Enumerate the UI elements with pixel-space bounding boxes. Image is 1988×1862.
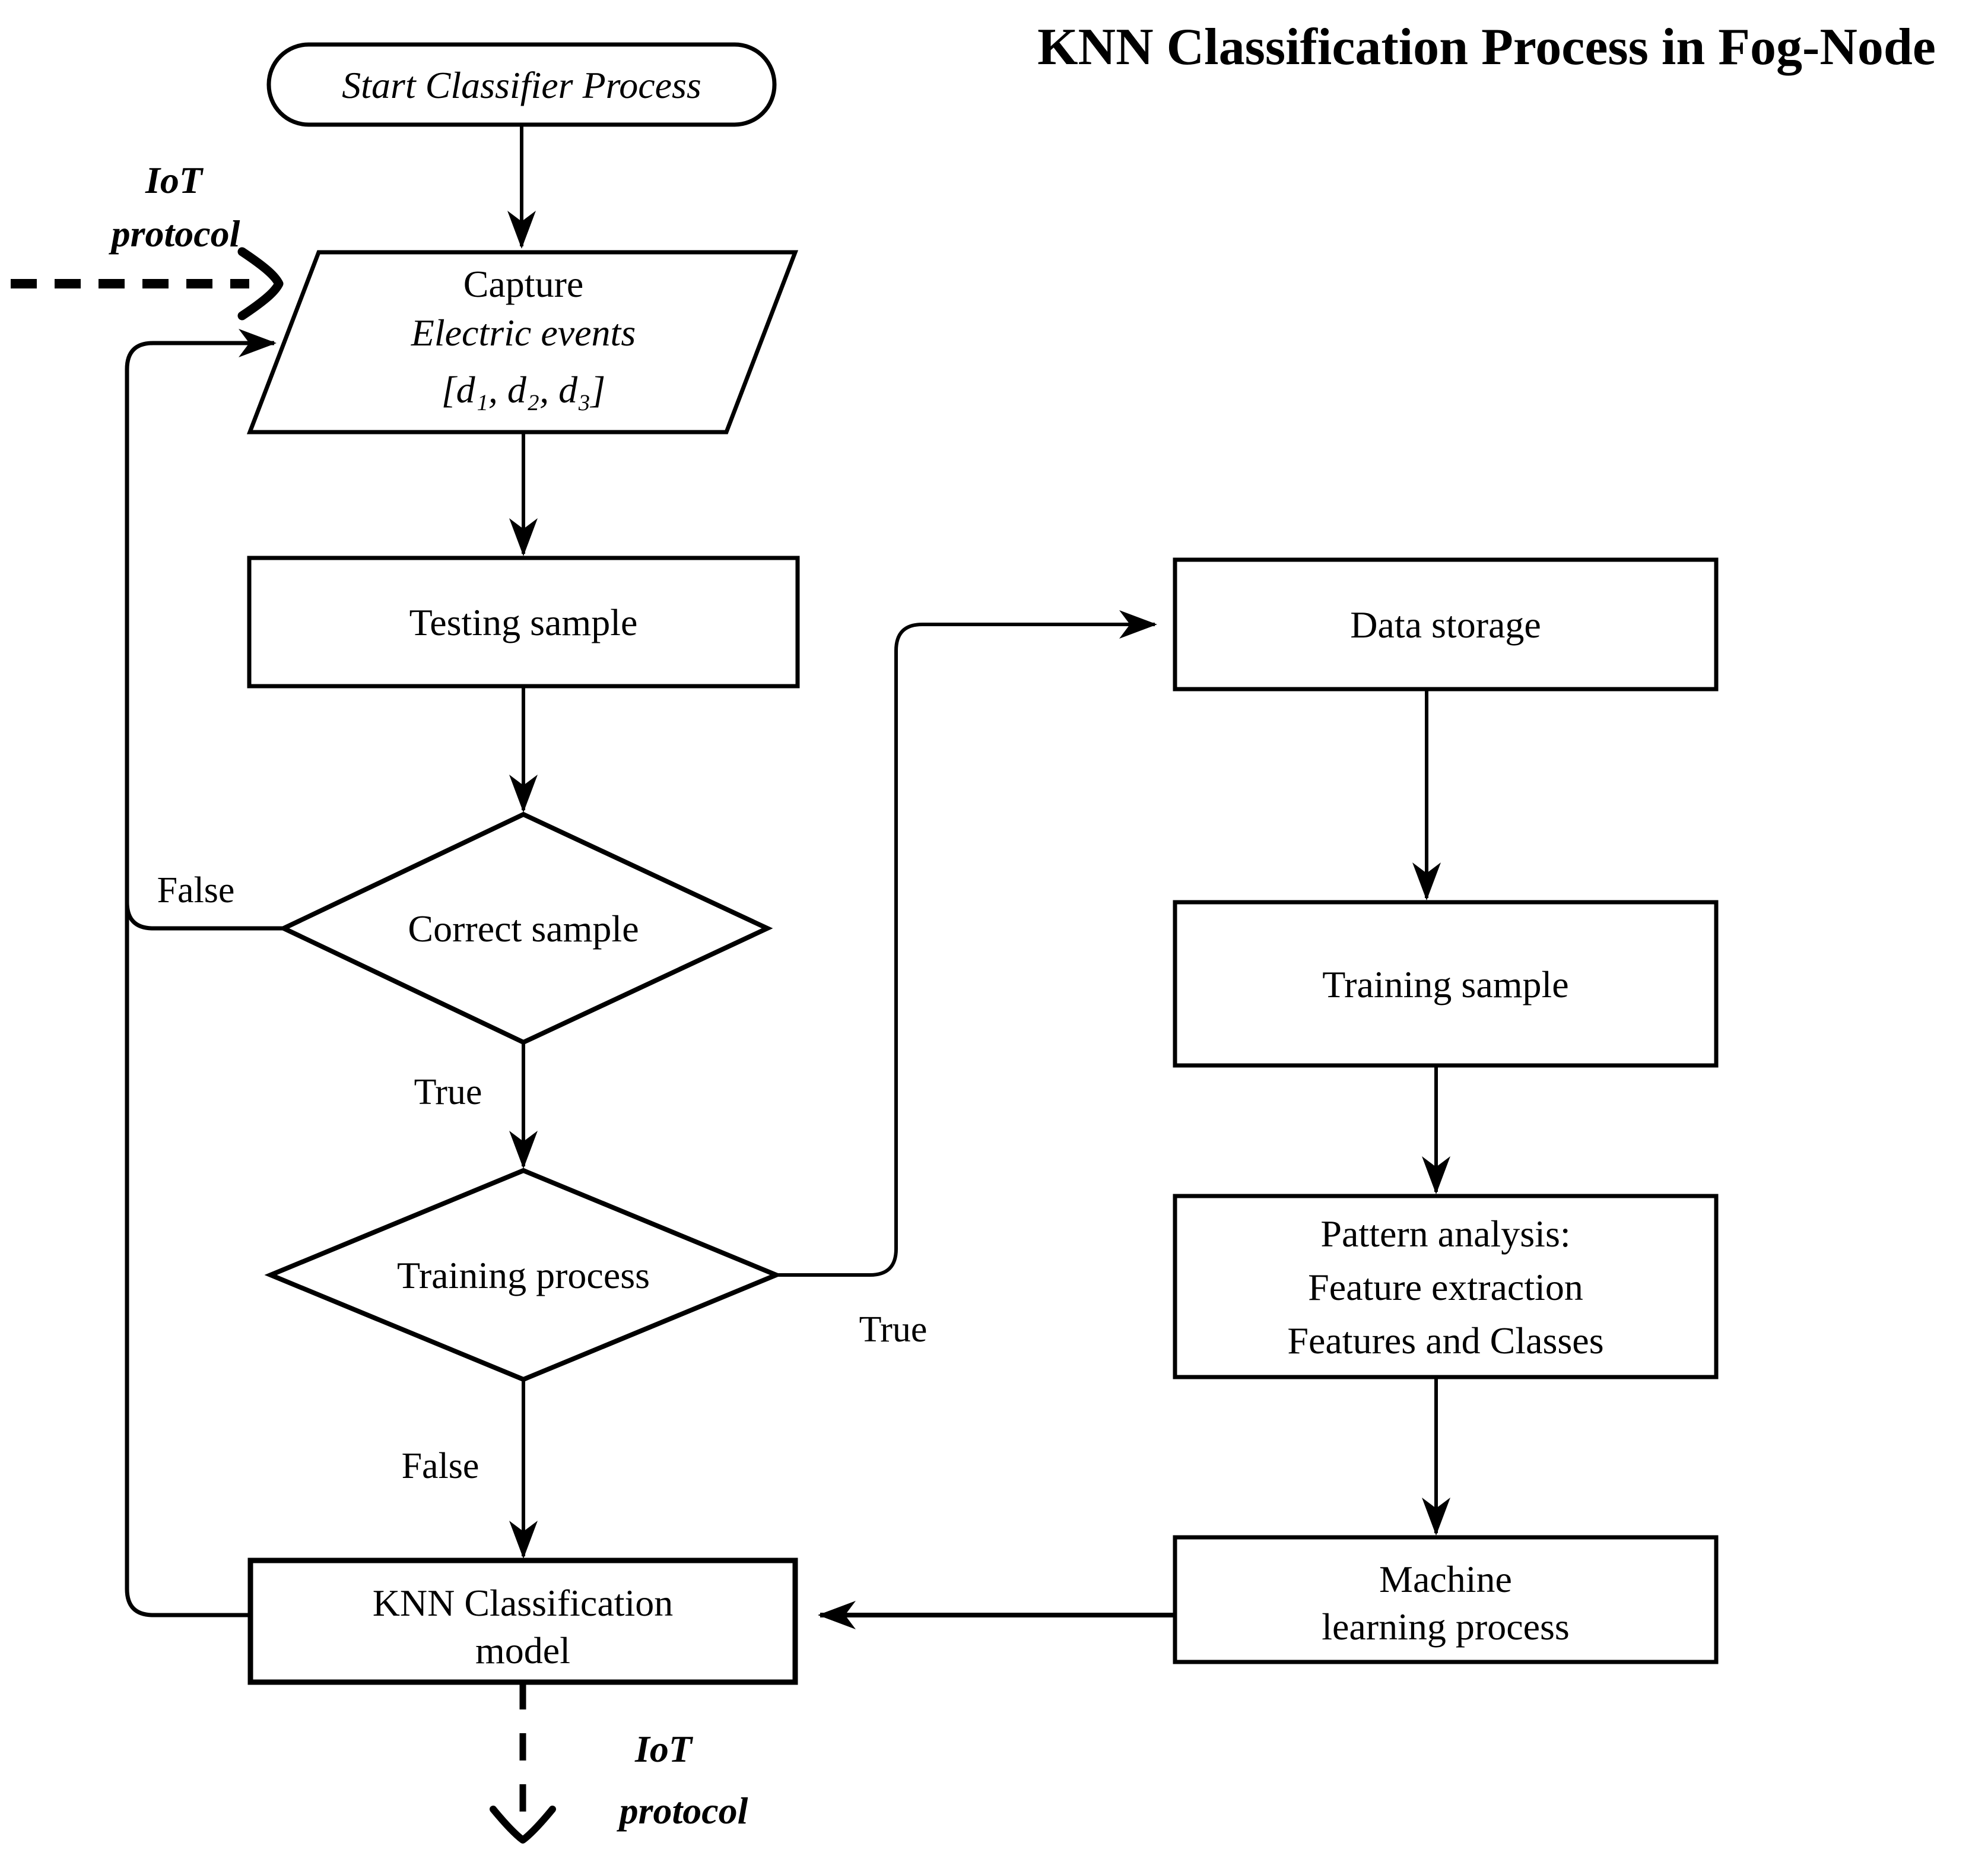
label-iot-output-line2: protocol	[617, 1790, 748, 1832]
label-correct-true: True	[414, 1072, 482, 1112]
node-testing-sample-label: Testing sample	[409, 601, 638, 643]
node-machine-learning	[1173, 1535, 1719, 1664]
label-iot-input-line1: IoT	[145, 159, 204, 201]
node-data-storage-label: Data storage	[1350, 604, 1541, 646]
edge-knn-loop-to-capture	[125, 329, 277, 1617]
node-data-storage	[1173, 557, 1719, 691]
diagram-title: KNN Classification Process in Fog-Node	[1037, 18, 1936, 76]
node-training-process-label: Training process	[397, 1254, 650, 1296]
node-capture-line3: [d₁, d₂, d₃]	[442, 369, 606, 411]
node-training-sample	[1173, 900, 1719, 1068]
node-training-process-diamond	[264, 1168, 783, 1382]
node-pattern-analysis-line2: Feature extraction	[1308, 1266, 1583, 1308]
node-training-sample-label: Training sample	[1322, 963, 1568, 1005]
node-pattern-analysis-line3: Features and Classes	[1287, 1319, 1603, 1362]
node-correct-sample-diamond	[278, 811, 773, 1045]
node-correct-sample-label: Correct sample	[408, 908, 639, 950]
node-machine-learning-line1: Machine	[1379, 1558, 1512, 1600]
node-pattern-analysis	[1173, 1194, 1719, 1379]
node-start-label: Start Classifier Process	[342, 64, 701, 106]
node-capture-line2: Electric events	[411, 312, 636, 354]
node-capture-parallelogram	[246, 250, 799, 434]
node-pattern-analysis-line1: Pattern analysis:	[1320, 1213, 1570, 1255]
label-training-true: True	[859, 1309, 928, 1350]
label-iot-output-line1: IoT	[634, 1728, 694, 1770]
node-start-terminator	[266, 42, 777, 127]
iot-output-arrowhead-icon	[490, 1806, 556, 1844]
edge-correct-false-merge	[125, 873, 284, 931]
node-machine-learning-line2: learning process	[1322, 1606, 1570, 1648]
node-knn-model-line1: KNN Classification	[373, 1582, 674, 1624]
node-knn-model	[247, 1558, 798, 1685]
node-knn-model-line2: model	[475, 1629, 570, 1671]
label-training-false: False	[402, 1446, 479, 1486]
node-testing-sample	[247, 556, 800, 689]
iot-input-arrowhead-icon	[237, 247, 284, 321]
label-iot-input-line2: protocol	[109, 212, 240, 255]
label-correct-false: False	[157, 870, 235, 911]
node-capture-line1: Capture	[463, 263, 584, 305]
edge-training-true-to-datastorage	[776, 610, 1157, 1277]
